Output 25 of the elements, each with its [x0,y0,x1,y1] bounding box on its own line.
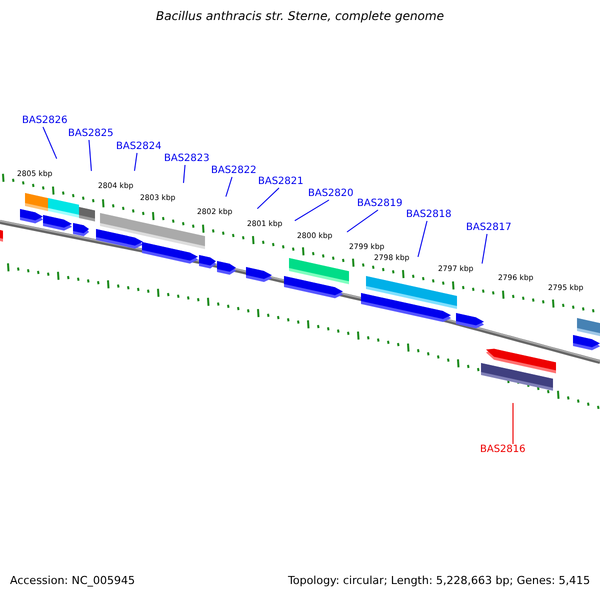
gene-label: BAS2816 [480,444,526,456]
footer-text: Topology: circular; Length: 5,228,663 bp; Genes: 5,415 [288,575,590,587]
gene-label: BAS2817 [466,222,512,234]
leader-line [134,152,138,172]
gene-label: BAS2819 [357,198,402,210]
gene-label: BAS2818 [406,209,452,221]
leader-line [225,176,232,198]
leader-line [294,200,330,222]
gene-label: BAS2821 [258,176,304,188]
leader-line [183,164,186,184]
gene-label: BAS2826 [22,115,68,127]
title: Bacillus anthracis str. Sterne, complete genome [155,10,445,22]
gene-label: BAS2823 [164,153,210,165]
footer-text: Accession: NC_005945 [10,575,136,587]
gene-label: BAS2825 [68,128,114,140]
gene-label: BAS2820 [308,188,354,200]
leader-line [88,140,92,172]
leader-line [346,210,378,232]
leader-line [512,402,514,444]
leader-line [418,220,428,258]
leader-line [482,234,488,264]
gene-label: BAS2824 [116,141,162,153]
leader-line [256,188,280,210]
gene-label: BAS2822 [211,165,256,177]
leader-line [42,126,58,160]
